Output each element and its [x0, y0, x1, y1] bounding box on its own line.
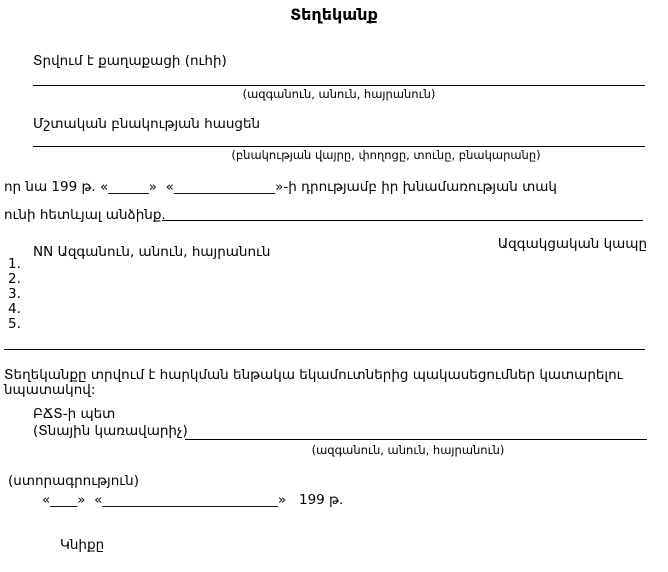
- dependents-header-name: NN Ազգանուն, անուն, հայրանուն: [33, 244, 271, 260]
- dependent-row-number: 2.: [8, 271, 21, 287]
- seal-label: Կնիքը: [60, 537, 105, 553]
- issuer-title: ԲՃՏ-ի պետ: [33, 406, 116, 422]
- issuer-name-line: [185, 439, 647, 440]
- recipient-label: Տրվում է քաղաքացի (ուհի): [33, 53, 227, 69]
- address-label: Մշտական բնակության հասցեն: [33, 116, 261, 132]
- dependent-row-number: 3.: [8, 286, 21, 302]
- page-title: Տեղեկանք: [290, 5, 378, 24]
- as-of-date-line: որ նա 199 թ. «______» «_______________»-…: [4, 179, 557, 195]
- issuer-name-caption: (ազգանուն, անուն, հայրանուն): [311, 443, 505, 457]
- signature-caption: (ստորագրություն): [8, 473, 139, 489]
- dependents-intro-line: [162, 220, 643, 221]
- address-fill-line: [33, 146, 645, 147]
- dependent-row-number: 4.: [8, 301, 21, 317]
- address-caption: (բնակության վայրը, փողոցը, տունը, բնակար…: [231, 148, 541, 162]
- issuer-subtitle: (Տնային կառավարիչ): [33, 423, 188, 439]
- recipient-name-caption: (ազգանուն, անուն, հայրանուն): [242, 87, 436, 101]
- purpose-text-line2: նպատակով:: [4, 382, 96, 398]
- signature-date-line: «____» «__________________________» 199 …: [42, 492, 344, 508]
- dependent-row-number: 5.: [8, 316, 21, 332]
- dependent-row-number: 1.: [8, 256, 21, 272]
- purpose-text-line1: Տեղեկանքը տրվում է հարկման ենթակա եկամու…: [4, 367, 623, 383]
- dependents-intro: ունի հետևյալ անձինք.: [4, 207, 166, 223]
- dependents-header-relation: Ազգակցական կապը: [497, 236, 647, 252]
- section-divider: [4, 349, 645, 350]
- recipient-name-line: [33, 85, 645, 86]
